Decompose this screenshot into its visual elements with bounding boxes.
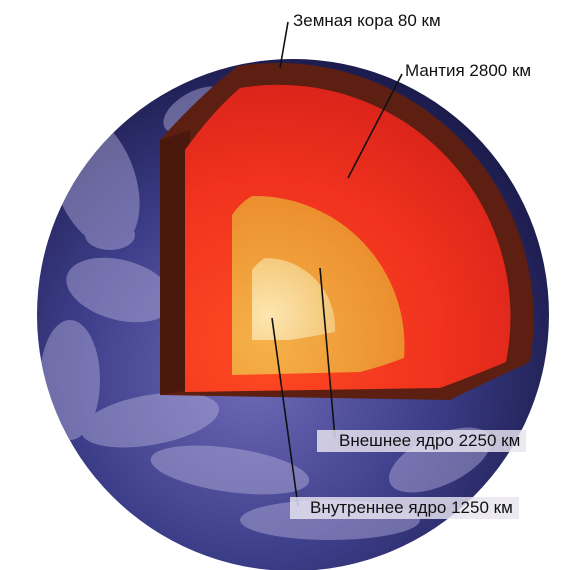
mantle-label: Мантия 2800 км: [405, 61, 532, 80]
leader-lines: [271, 21, 403, 507]
crust-leader-line: [279, 21, 289, 69]
inner-core-leader-line: [271, 317, 299, 507]
outer-core-label: Внешнее ядро 2250 км: [317, 430, 527, 452]
crust-label: Земная кора 80 км: [293, 11, 441, 30]
crust-face: [160, 130, 190, 395]
inner-core-label: Внутреннее ядро 1250 км: [290, 497, 519, 519]
outer-core-leader-line: [319, 267, 336, 439]
mantle-leader-line: [347, 73, 403, 179]
